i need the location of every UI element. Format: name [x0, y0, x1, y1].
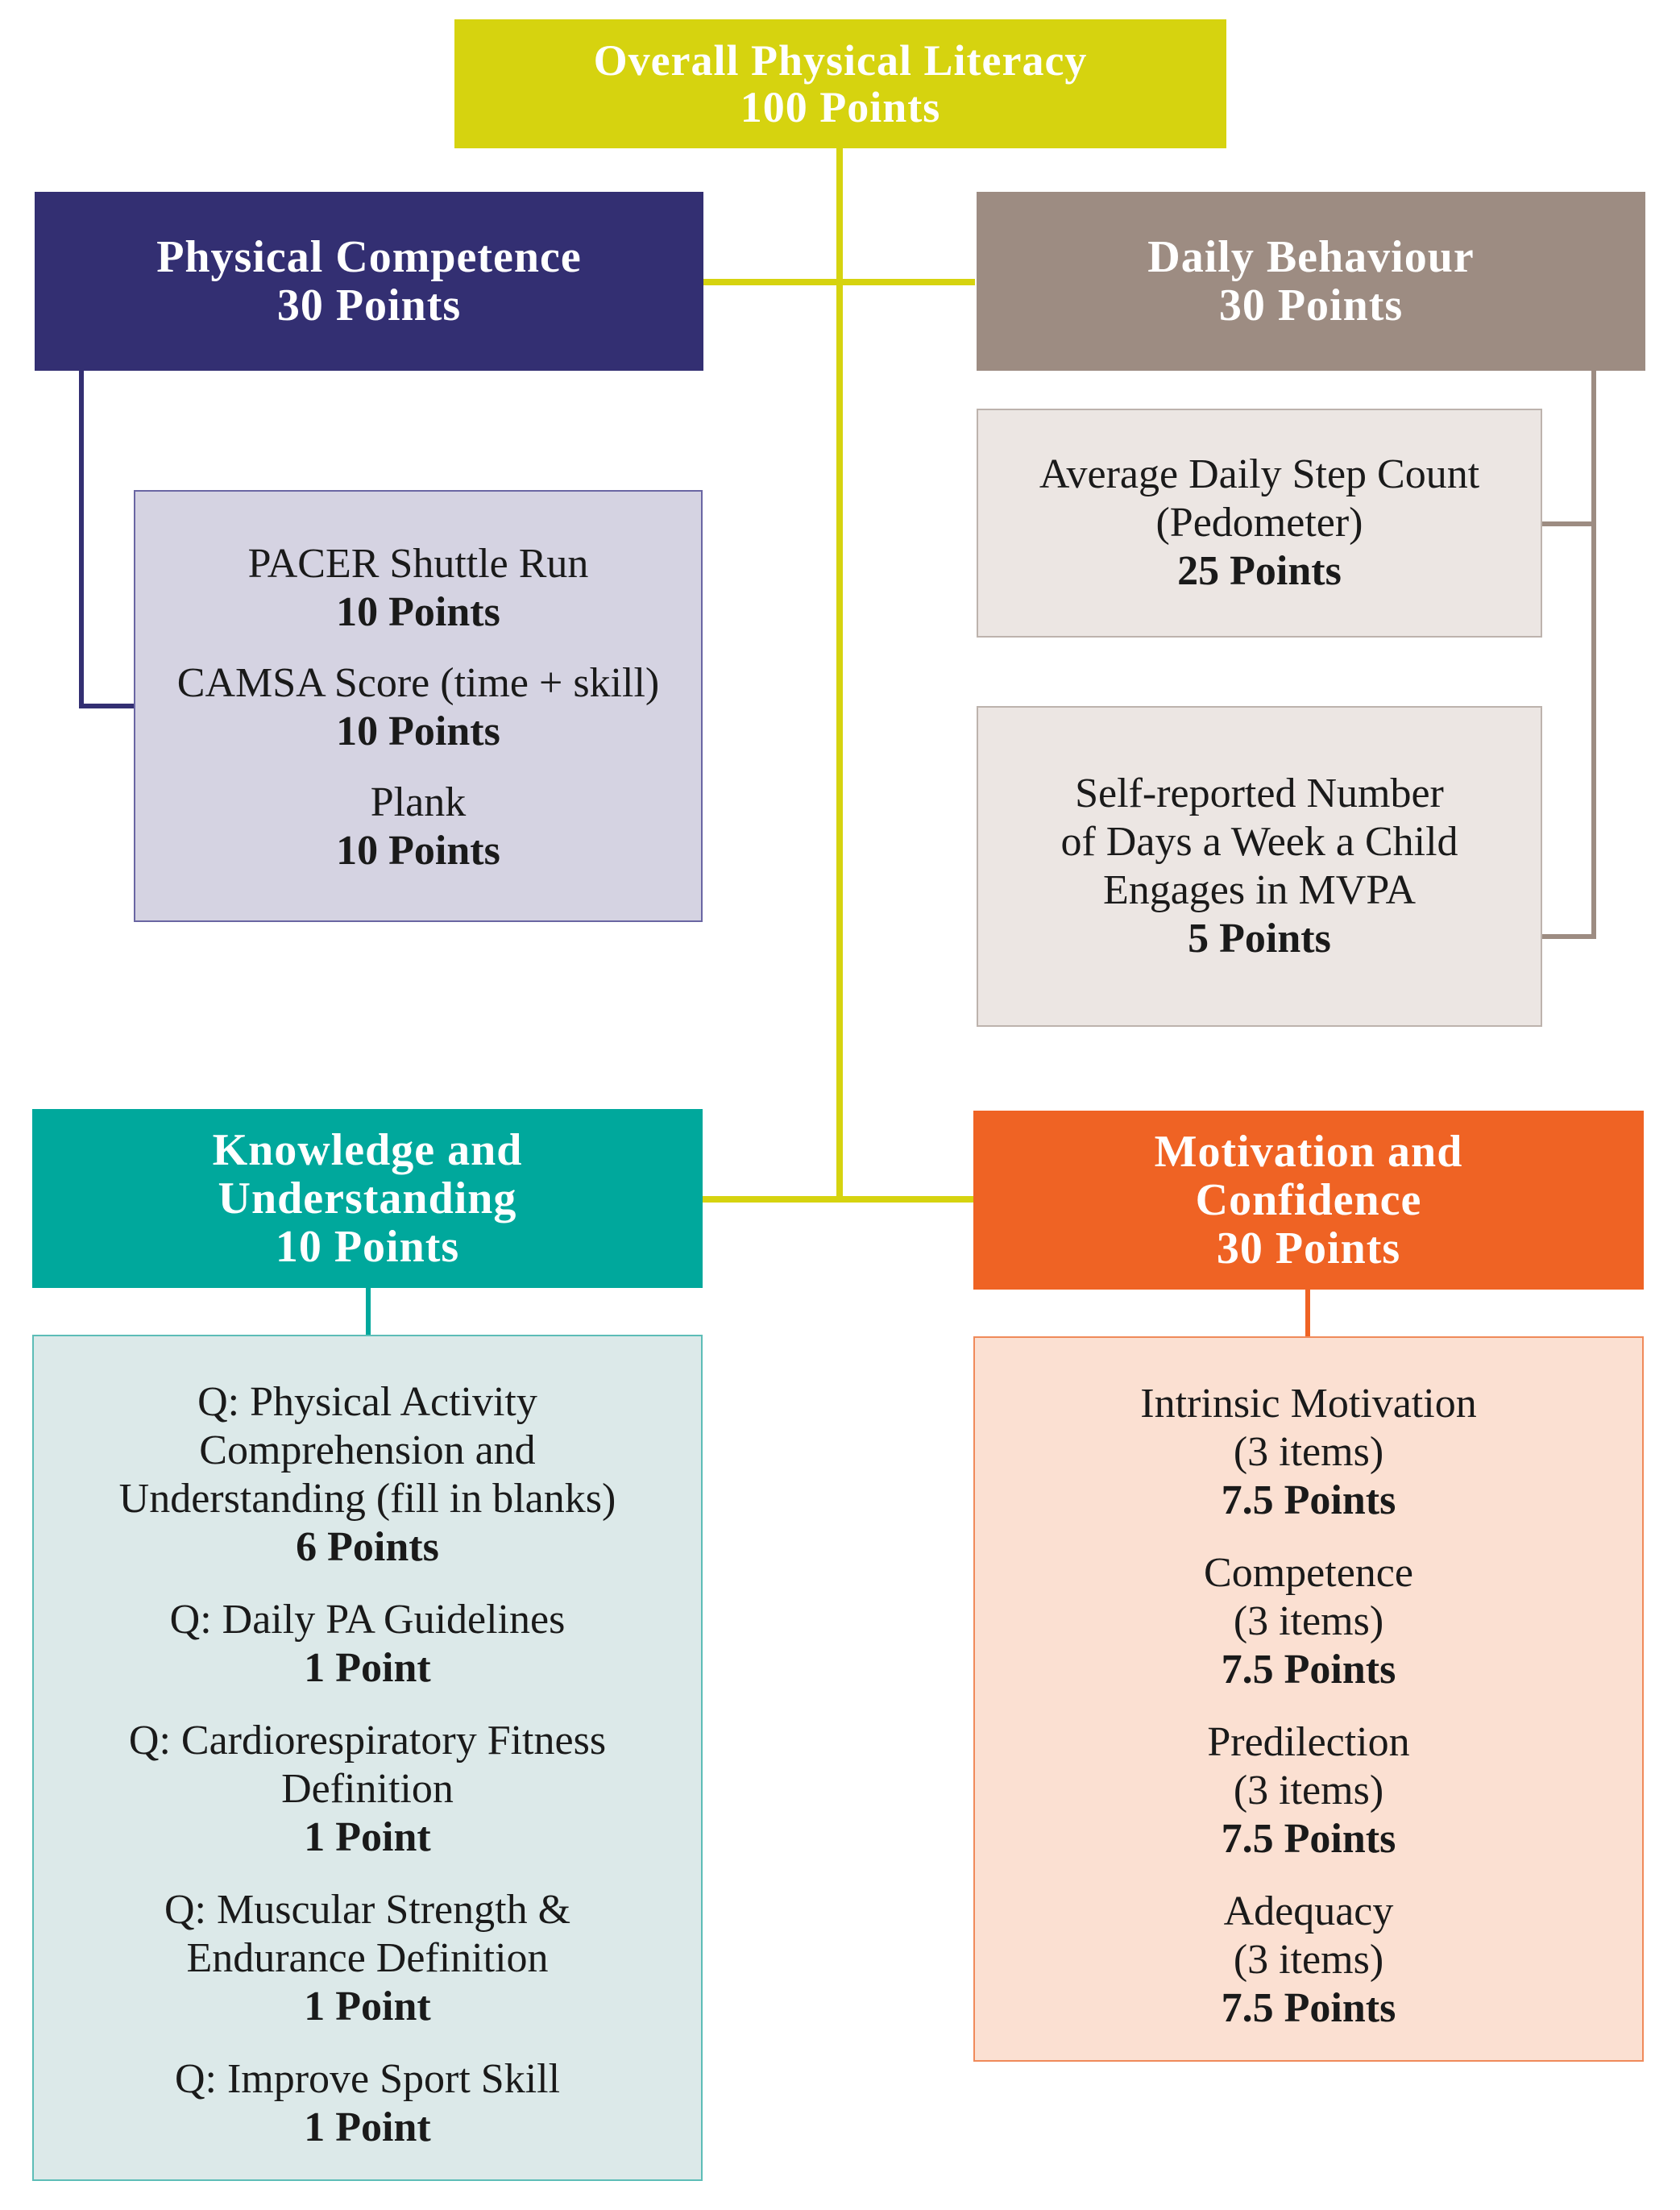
item-points: 10 Points: [336, 708, 500, 754]
item-points: 7.5 Points: [1221, 1477, 1396, 1523]
list-item: Intrinsic Motivation (3 items) 7.5 Point…: [1140, 1380, 1476, 1525]
overall-title: Overall Physical Literacy: [593, 36, 1088, 85]
item-label: Competence: [1204, 1550, 1413, 1596]
item-detail: (3 items): [1233, 1937, 1384, 1983]
overall-box: Overall Physical Literacy 100 Points: [454, 19, 1226, 148]
knowledge-points: 10 Points: [275, 1222, 460, 1272]
item-label: Q: Cardiorespiratory Fitness: [128, 1718, 607, 1763]
physical-competence-items: PACER Shuttle Run 10 Points CAMSA Score …: [134, 490, 703, 922]
daily-behaviour-item-steps: Average Daily Step Count (Pedometer) 25 …: [977, 409, 1542, 638]
list-item: Plank 10 Points: [336, 779, 500, 875]
item-label: Adequacy: [1223, 1888, 1394, 1934]
list-item: Competence (3 items) 7.5 Points: [1204, 1549, 1413, 1694]
item-label: Definition: [281, 1766, 454, 1812]
item-points: 10 Points: [336, 589, 500, 635]
knowledge-title: Understanding: [218, 1174, 517, 1223]
motivation-points: 30 Points: [1216, 1223, 1401, 1273]
item-points: 5 Points: [1188, 916, 1331, 962]
motivation-items: Intrinsic Motivation (3 items) 7.5 Point…: [973, 1336, 1644, 2062]
knowledge-box: Knowledge and Understanding 10 Points: [32, 1109, 703, 1288]
item-points: 6 Points: [296, 1524, 439, 1570]
item-points: 7.5 Points: [1221, 1985, 1396, 2031]
knowledge-items: Q: Physical Activity Comprehension and U…: [32, 1335, 703, 2181]
list-item: Predilection (3 items) 7.5 Points: [1207, 1718, 1409, 1863]
item-points: 1 Point: [304, 2104, 431, 2150]
item-detail: (3 items): [1233, 1768, 1384, 1813]
item-label: Comprehension and: [199, 1427, 536, 1473]
item-label: PACER Shuttle Run: [247, 541, 589, 587]
item-label: Understanding (fill in blanks): [118, 1476, 616, 1522]
physical-competence-box: Physical Competence 30 Points: [35, 192, 703, 371]
item-label: Intrinsic Motivation: [1140, 1381, 1477, 1427]
item-detail: (3 items): [1233, 1429, 1384, 1475]
list-item: Q: Improve Sport Skill 1 Point: [175, 2055, 560, 2152]
motivation-title: Confidence: [1195, 1175, 1422, 1225]
item-label: Predilection: [1207, 1719, 1410, 1765]
item-label: Endurance Definition: [186, 1935, 549, 1981]
item-label: Q: Daily PA Guidelines: [169, 1597, 566, 1643]
physical-competence-points: 30 Points: [276, 280, 462, 330]
item-points: 1 Point: [304, 1645, 431, 1691]
list-item: Adequacy (3 items) 7.5 Points: [1222, 1888, 1396, 2033]
item-points: 1 Point: [304, 1984, 431, 2029]
daily-behaviour-item-mvpa: Self-reported Number of Days a Week a Ch…: [977, 706, 1542, 1027]
daily-behaviour-box: Daily Behaviour 30 Points: [977, 192, 1645, 371]
item-label: CAMSA Score (time + skill): [176, 660, 660, 706]
item-label: Q: Physical Activity: [197, 1379, 537, 1425]
item-label: Q: Muscular Strength &: [164, 1887, 571, 1933]
knowledge-title: Knowledge and: [212, 1125, 523, 1175]
item-label: Average Daily Step Count: [1039, 451, 1480, 497]
list-item: CAMSA Score (time + skill) 10 Points: [177, 659, 659, 756]
item-label: Self-reported Number: [1075, 771, 1444, 816]
list-item: PACER Shuttle Run 10 Points: [248, 540, 589, 637]
list-item: Q: Cardiorespiratory Fitness Definition …: [129, 1717, 606, 1862]
item-label: Plank: [370, 779, 467, 825]
item-label: Engages in MVPA: [1102, 867, 1417, 913]
item-label: (Pedometer): [1155, 500, 1363, 546]
list-item: Q: Daily PA Guidelines 1 Point: [170, 1596, 566, 1693]
list-item: Q: Physical Activity Comprehension and U…: [119, 1378, 616, 1572]
motivation-box: Motivation and Confidence 30 Points: [973, 1111, 1644, 1290]
overall-points: 100 Points: [740, 83, 941, 131]
item-label: Q: Improve Sport Skill: [174, 2056, 561, 2102]
daily-behaviour-title: Daily Behaviour: [1147, 232, 1475, 282]
item-points: 7.5 Points: [1221, 1816, 1396, 1862]
physical-competence-title: Physical Competence: [156, 232, 582, 282]
list-item: Q: Muscular Strength & Endurance Definit…: [164, 1886, 570, 2031]
item-label: of Days a Week a Child: [1060, 819, 1458, 865]
daily-behaviour-points: 30 Points: [1218, 280, 1404, 330]
item-points: 1 Point: [304, 1814, 431, 1860]
motivation-title: Motivation and: [1154, 1127, 1463, 1177]
item-points: 7.5 Points: [1221, 1647, 1396, 1693]
item-points: 10 Points: [336, 828, 500, 874]
item-points: 25 Points: [1177, 548, 1342, 594]
item-detail: (3 items): [1233, 1598, 1384, 1644]
